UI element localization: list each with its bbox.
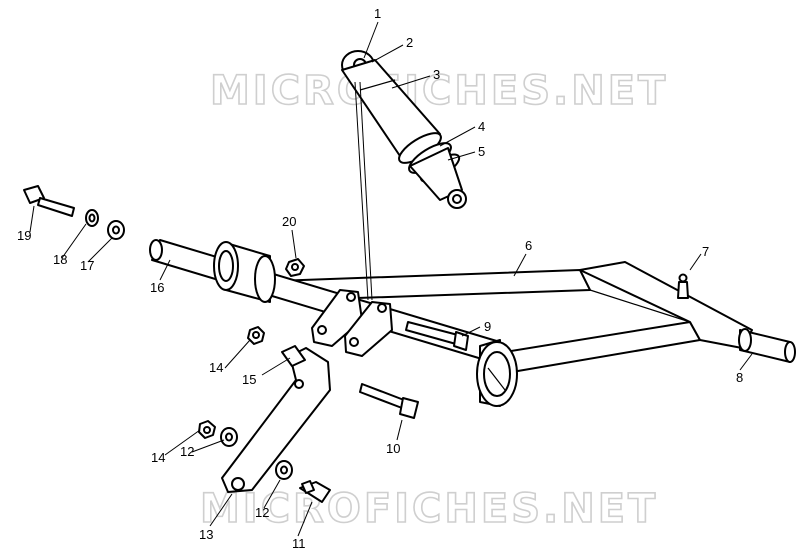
watermark-top: MICROFICHES.NET — [210, 68, 668, 114]
callout-4: 4 — [478, 119, 485, 134]
watermark-bottom: MICROFICHES.NET — [200, 486, 658, 532]
shock-guide-line-b — [359, 81, 373, 301]
washer-12-lower — [275, 460, 293, 480]
callout-12b: 12 — [255, 505, 269, 520]
link-arm — [221, 345, 331, 493]
mount-plate-right — [344, 301, 393, 357]
right-bushing — [476, 339, 518, 407]
callout-9: 9 — [484, 319, 491, 334]
shock-guide-line-a — [354, 81, 369, 301]
left-bushing — [213, 241, 276, 303]
leader-lines — [29, 21, 753, 537]
callout-13: 13 — [199, 527, 213, 542]
grease-fitting — [677, 273, 689, 299]
nut-20 — [285, 258, 305, 277]
callout-14b: 14 — [209, 360, 223, 375]
callout-19: 19 — [17, 228, 31, 243]
pivot-tube — [738, 328, 796, 363]
callout-6: 6 — [525, 238, 532, 253]
callout-15: 15 — [242, 372, 256, 387]
callout-17: 17 — [80, 258, 94, 273]
callout-14a: 14 — [151, 450, 165, 465]
callout-8: 8 — [736, 370, 743, 385]
washer-12-upper — [220, 427, 238, 447]
bolt-11 — [299, 480, 331, 503]
callout-7: 7 — [702, 244, 709, 259]
callout-20: 20 — [282, 214, 296, 229]
nut-14-lower — [198, 420, 216, 439]
callout-18: 18 — [53, 252, 67, 267]
bolt-19 — [23, 185, 75, 217]
bolt-10 — [359, 383, 419, 419]
callout-2: 2 — [406, 35, 413, 50]
callout-16: 16 — [150, 280, 164, 295]
callout-11: 11 — [292, 536, 306, 551]
nut-14-upper — [247, 326, 265, 345]
callout-1: 1 — [374, 6, 381, 21]
washer-18 — [85, 209, 99, 227]
shock-absorber — [341, 50, 467, 209]
washer-17 — [107, 220, 125, 240]
callout-5: 5 — [478, 144, 485, 159]
callout-3: 3 — [433, 67, 440, 82]
callout-10: 10 — [386, 441, 400, 456]
callout-12a: 12 — [180, 444, 194, 459]
